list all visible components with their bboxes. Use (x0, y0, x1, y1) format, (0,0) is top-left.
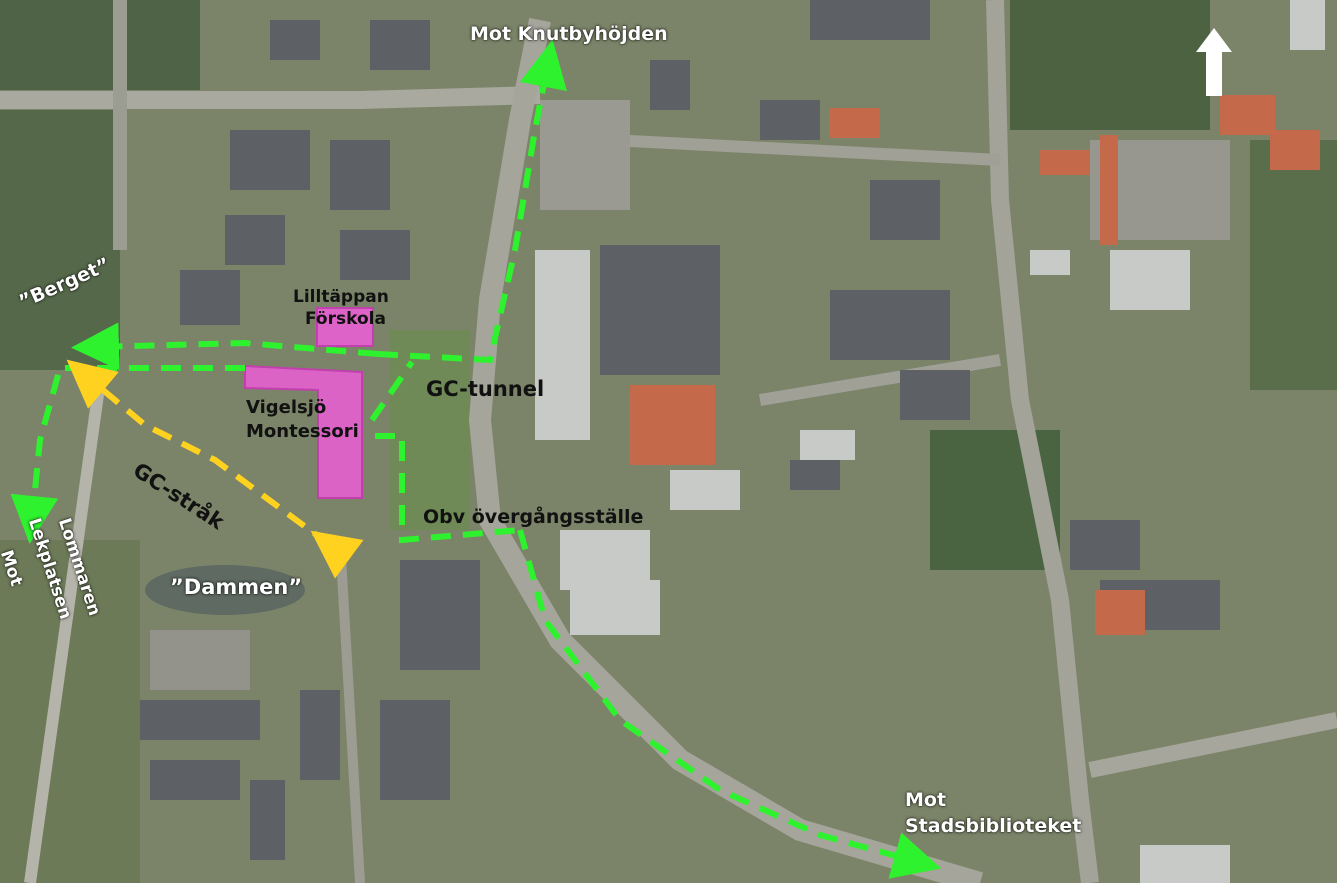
green-route (10, 39, 942, 879)
label-gc-tunnel: GC-tunnel (426, 377, 545, 401)
green-route-to-knutbyhojden (377, 39, 567, 364)
forest-patch (0, 110, 120, 370)
yellow-route-gc-strak (66, 359, 364, 579)
north-arrow-icon (1196, 28, 1232, 96)
green-route-to-lekplatsen (10, 365, 245, 544)
green-route-to-berget (71, 322, 379, 371)
green-route-to-stadsbiblioteket (517, 529, 942, 879)
building-roof-red-group (630, 95, 1320, 635)
label-mot-stadsbiblioteket-line2: Stadsbiblioteket (905, 815, 1082, 837)
road (1088, 712, 1337, 778)
label-lilltappan-line1: Lilltäppan (293, 287, 389, 307)
grass-patch (390, 330, 470, 530)
label-vigelsjo-line2: Montessori (246, 421, 359, 442)
label-lilltappan-line2: Förskola (305, 309, 386, 329)
building-group (140, 0, 1220, 860)
parking-lot (150, 630, 250, 690)
lilltappan-forskola-building[interactable] (316, 307, 374, 347)
main-road (468, 17, 984, 883)
label-mot-stadsbiblioteket-line1: Mot (905, 789, 947, 811)
road (986, 0, 1099, 883)
label-obv-overgangsstalle: Obv övergångsställe (423, 506, 644, 528)
label-dammen: ”Dammen” (170, 575, 303, 599)
forest-patch (0, 0, 200, 90)
road (0, 86, 541, 109)
forest-patch (1250, 140, 1337, 390)
road (609, 134, 1001, 166)
label-vigelsjo-line1: Vigelsjö (246, 397, 327, 418)
building-light-group (535, 0, 1325, 883)
green-route-tunnel-link (369, 360, 415, 422)
road (759, 354, 1001, 406)
label-mot-knutbyhojden: Mot Knutbyhöjden (470, 23, 668, 45)
road (335, 539, 365, 883)
forest-patch (1010, 0, 1210, 130)
parking-lot (540, 100, 630, 210)
green-route-crossing (375, 433, 521, 544)
